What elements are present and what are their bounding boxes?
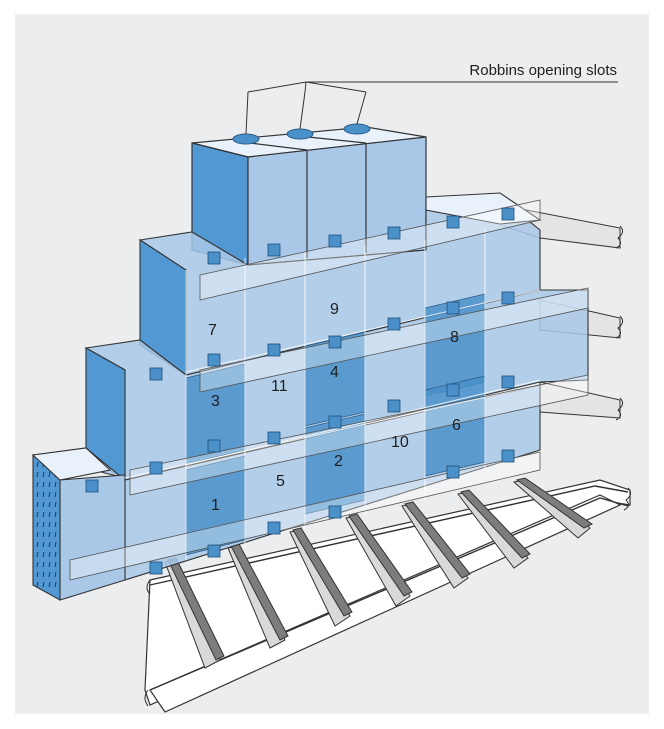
tier-upper [138, 192, 542, 377]
drawpoint-markers [85, 207, 515, 575]
stope-label-3: 3 [211, 393, 220, 410]
lower-haulage-level [144, 477, 632, 713]
stope-label-1: 1 [211, 497, 220, 514]
stope-labels: 1 2 3 4 5 6 7 8 9 10 11 [208, 301, 461, 514]
stope-grid [124, 230, 541, 560]
stope-label-5: 5 [276, 473, 285, 490]
robbins-callout [245, 81, 618, 135]
stope-label-7: 7 [208, 322, 217, 339]
stope-label-2: 2 [334, 453, 343, 470]
robbins-openings [232, 123, 371, 145]
stope-label-9: 9 [330, 301, 339, 318]
top-block [191, 126, 427, 266]
stope-label-4: 4 [330, 364, 339, 381]
stope-label-11: 11 [271, 378, 288, 395]
callout-label: Robbins opening slots [469, 62, 617, 79]
robbins-opening-1 [232, 133, 260, 145]
stope-label-6: 6 [452, 417, 461, 434]
tier-lower [31, 384, 541, 601]
robbins-opening-3 [343, 123, 371, 135]
robbins-opening-2 [286, 128, 314, 140]
stope-label-8: 8 [450, 329, 459, 346]
stope-label-10: 10 [391, 434, 409, 451]
